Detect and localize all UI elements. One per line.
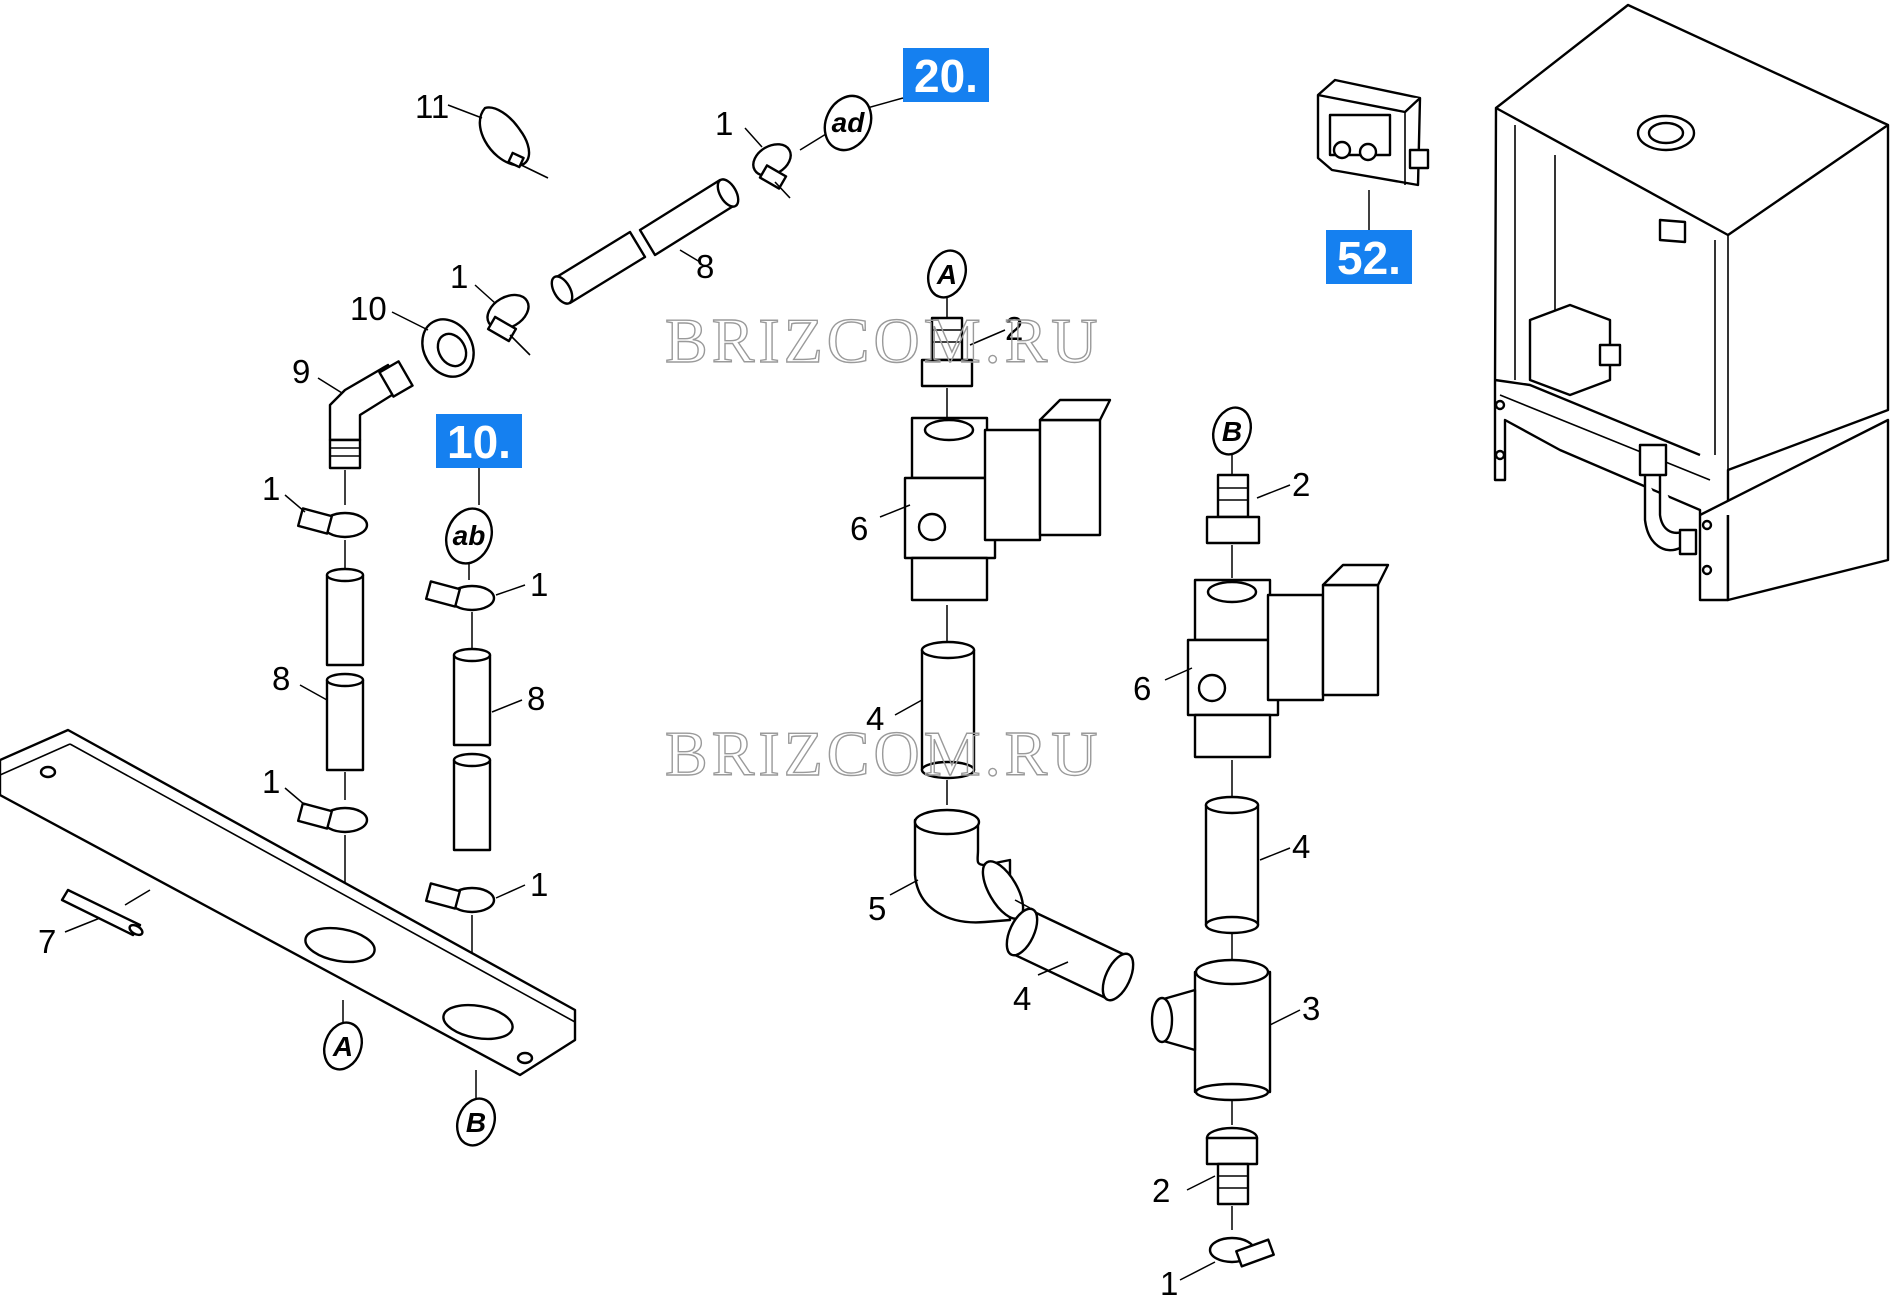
part-label-2: 2 <box>1292 466 1310 503</box>
watermark: BRIZCOM.RU <box>665 305 1102 376</box>
svg-text:A: A <box>936 259 957 290</box>
callout-a-bottom: A <box>322 1021 364 1071</box>
part-1-hose-clamp-left-1 <box>296 507 369 539</box>
leader-line <box>1256 484 1291 499</box>
part-label-8: 8 <box>527 680 545 717</box>
callout-a-top: A <box>926 249 968 299</box>
leader-line <box>317 377 343 394</box>
part-label-6: 6 <box>1133 670 1151 707</box>
part-7-rod <box>60 888 144 937</box>
part-6-solenoid-valve-a <box>903 398 1112 602</box>
leader-line <box>1186 1175 1216 1191</box>
part-label-1: 1 <box>530 866 548 903</box>
part-1-hose-clamp-left-2 <box>296 802 369 834</box>
part-label-1: 1 <box>262 763 280 800</box>
section-tag-10-label: 10. <box>447 416 511 468</box>
mounting-bracket <box>0 728 577 1077</box>
part-label-3: 3 <box>1302 990 1320 1027</box>
part-2-nipple-a <box>920 316 974 388</box>
leader-line <box>1014 899 1031 909</box>
part-8-hose-upper <box>550 178 740 305</box>
part-1-hose-clamp-mid-col-2 <box>424 882 496 914</box>
leader-line <box>889 879 919 896</box>
part-1-hose-clamp-mid <box>486 293 531 356</box>
leader-line <box>391 311 429 331</box>
leader-line <box>474 284 496 304</box>
part-label-1: 1 <box>1160 1265 1178 1302</box>
part-label-4: 4 <box>1292 828 1310 865</box>
leader-line <box>284 787 306 806</box>
leader-line <box>744 127 763 148</box>
leader-line <box>1269 1009 1301 1026</box>
heater-unit <box>1493 3 1890 602</box>
part-8-hose-left <box>325 567 365 772</box>
section-tag-52[interactable]: 52. <box>1326 230 1412 284</box>
part-label-4: 4 <box>866 700 884 737</box>
svg-text:B: B <box>1222 416 1242 447</box>
part-1-hose-clamp-mid-col-1 <box>424 580 496 612</box>
leader-line <box>969 329 1006 346</box>
part-label-2: 2 <box>1005 310 1023 347</box>
part-label-1: 1 <box>450 258 468 295</box>
part-11-cable-tie <box>478 106 549 179</box>
part-4-pipe-horizontal <box>1005 907 1135 1002</box>
part-label-9: 9 <box>292 353 310 390</box>
svg-text:A: A <box>332 1031 353 1062</box>
part-1-hose-clamp-upper <box>752 143 792 199</box>
part-label-2: 2 <box>1152 1172 1170 1209</box>
leader-line <box>124 889 151 906</box>
leader-line <box>1037 961 1069 976</box>
part-1-hose-clamp-bottom <box>1208 1236 1275 1268</box>
leader-line <box>284 494 306 513</box>
part-3-tee-fitting <box>1150 958 1272 1102</box>
leader-line <box>495 884 526 899</box>
watermark: BRIZCOM.RU <box>665 718 1102 789</box>
svg-text:ab: ab <box>453 520 486 551</box>
section-tag-20-label: 20. <box>914 50 978 102</box>
part-label-4: 4 <box>1013 980 1031 1017</box>
svg-text:ad: ad <box>832 107 866 138</box>
control-box-52 <box>1316 78 1430 187</box>
leader-line <box>1179 1261 1216 1281</box>
part-label-8: 8 <box>696 248 714 285</box>
section-tag-10[interactable]: 10. <box>436 414 522 468</box>
part-label-1: 1 <box>530 566 548 603</box>
leader-line <box>879 504 911 518</box>
part-10-grommet <box>421 318 475 378</box>
callout-b-top: B <box>1211 406 1253 456</box>
leader-line <box>894 699 923 716</box>
part-label-11: 11 <box>415 88 449 125</box>
leader-line <box>679 249 701 263</box>
leader-line <box>495 584 526 596</box>
part-2-nipple-b-bottom <box>1205 1126 1259 1206</box>
section-tag-20[interactable]: 20. <box>903 48 989 102</box>
part-label-5: 5 <box>868 890 886 927</box>
section-tag-52-label: 52. <box>1337 232 1401 284</box>
part-8-hose-mid <box>452 647 492 852</box>
part-4-pipe-a <box>920 640 976 780</box>
part-label-10: 10 <box>350 290 387 327</box>
leader-line <box>1164 667 1193 681</box>
part-6-solenoid-valve-b <box>1186 563 1390 759</box>
svg-text:B: B <box>466 1107 486 1138</box>
part-label-7: 7 <box>38 923 56 960</box>
leader-line <box>299 684 328 701</box>
callout-ab: ab <box>445 507 493 565</box>
part-5-elbow <box>913 808 1025 924</box>
part-2-nipple-b-top <box>1205 473 1261 545</box>
part-9-elbow-fitting <box>328 360 414 470</box>
part-label-1: 1 <box>262 470 280 507</box>
leader-line <box>64 917 101 933</box>
part-label-8: 8 <box>272 660 290 697</box>
part-label-6: 6 <box>850 510 868 547</box>
leader-line <box>491 699 523 713</box>
leader-line <box>447 104 483 119</box>
part-4-pipe-b <box>1204 795 1260 935</box>
leader-line <box>1259 847 1291 861</box>
callout-ad: ad <box>823 94 873 152</box>
part-label-1: 1 <box>715 105 733 142</box>
callout-b-bottom: B <box>455 1097 497 1147</box>
leader-line <box>799 133 827 151</box>
